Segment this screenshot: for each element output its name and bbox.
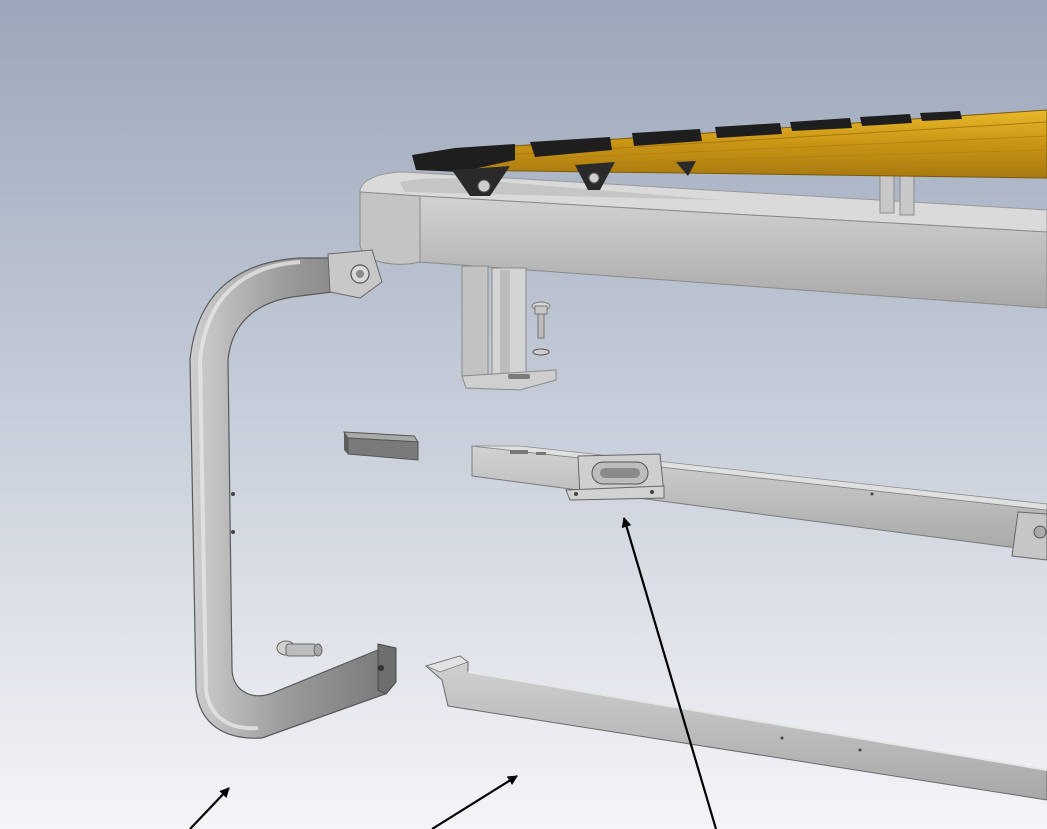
upper-frame-rail	[359, 171, 1047, 309]
middle-crossbar-with-bracket	[471, 445, 1047, 561]
washer	[532, 348, 550, 356]
arrow-icon	[621, 517, 718, 829]
arrow-icon	[431, 775, 518, 829]
u-shaped-end-frame	[189, 249, 397, 739]
bolt	[531, 301, 551, 339]
pin	[276, 640, 323, 657]
vertical-post-with-base-plate	[461, 265, 557, 391]
connector-block	[343, 431, 419, 461]
callout-arrows	[189, 517, 718, 829]
arrow-icon	[189, 787, 230, 829]
deck-slats	[412, 109, 1047, 196]
lower-rail	[424, 655, 1047, 801]
